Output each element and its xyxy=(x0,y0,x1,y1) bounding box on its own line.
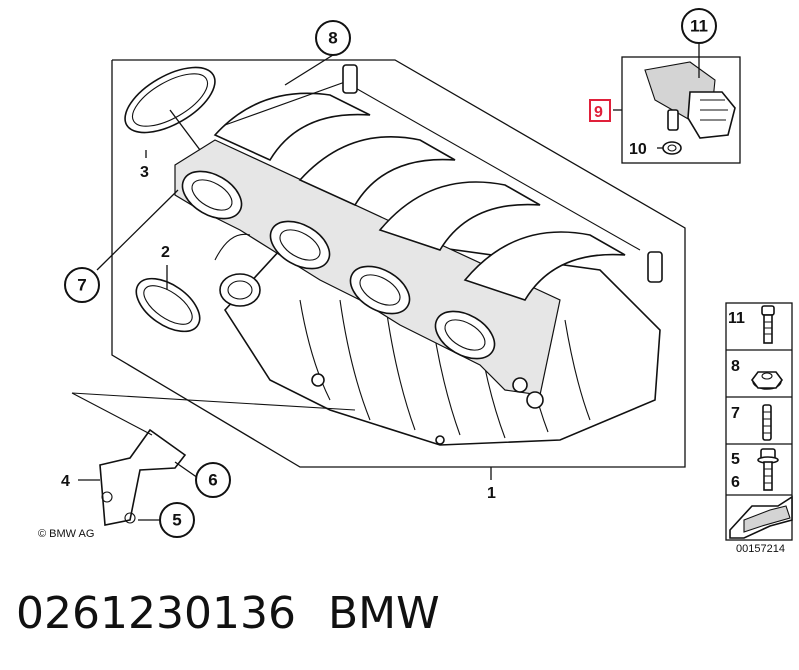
label-4[interactable]: 4 xyxy=(61,473,70,490)
legend-label-8: 8 xyxy=(731,358,740,375)
callout-7[interactable]: 7 xyxy=(64,267,100,303)
callout-6[interactable]: 6 xyxy=(195,462,231,498)
svg-text:8: 8 xyxy=(328,29,337,48)
callout-8[interactable]: 8 xyxy=(315,20,351,56)
intake-manifold xyxy=(174,64,663,446)
bolt-icon xyxy=(761,305,775,344)
nut-icon xyxy=(751,371,783,390)
part-number: 0261230136 xyxy=(16,588,296,639)
label-10[interactable]: 10 xyxy=(629,141,647,158)
legend-label-6: 6 xyxy=(731,474,740,491)
label-2[interactable]: 2 xyxy=(161,244,170,261)
svg-text:5: 5 xyxy=(172,511,181,530)
drawing-id: 00157214 xyxy=(736,543,785,555)
gasket-3 xyxy=(124,66,216,134)
assembly-frame xyxy=(111,59,686,468)
direction-arrow-icon xyxy=(729,495,793,539)
svg-text:11: 11 xyxy=(690,17,708,36)
label-3[interactable]: 3 xyxy=(140,164,149,181)
svg-text:7: 7 xyxy=(77,276,86,295)
brand: BMW xyxy=(328,588,440,639)
callout-11[interactable]: 11 xyxy=(681,8,717,44)
callout-9-highlight[interactable]: 9 xyxy=(589,99,611,122)
legend-label-11: 11 xyxy=(728,310,745,327)
copyright: © BMW AG xyxy=(38,528,94,540)
fastener-legend: 11 8 7 5 6 xyxy=(725,302,793,541)
stud-icon xyxy=(762,404,772,441)
svg-text:9: 9 xyxy=(594,104,603,121)
gasket-2 xyxy=(135,277,201,333)
label-1[interactable]: 1 xyxy=(487,485,496,502)
legend-label-5: 5 xyxy=(731,451,740,468)
pressure-sensor xyxy=(644,61,736,139)
svg-text:6: 6 xyxy=(208,471,217,490)
bracket-4 xyxy=(71,392,356,526)
legend-label-7: 7 xyxy=(731,405,740,422)
flange-bolt-icon xyxy=(757,448,779,491)
callout-5[interactable]: 5 xyxy=(159,502,195,538)
sensor-o-ring xyxy=(662,141,682,155)
